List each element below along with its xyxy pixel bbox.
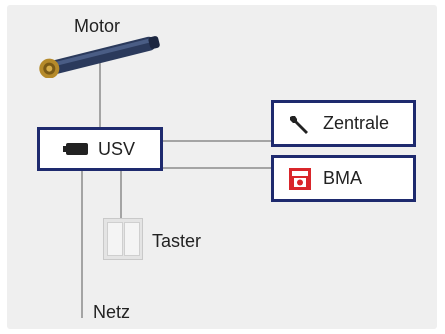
taster-label: Taster	[152, 231, 202, 251]
motor-roller-icon	[39, 36, 160, 78]
switch-rocker-right	[124, 222, 140, 256]
wrench-icon	[290, 115, 308, 134]
usv-label: USV	[98, 138, 136, 159]
zentrale-label: Zentrale	[323, 113, 390, 133]
netz-label: Netz	[93, 302, 131, 322]
bma-box: BMA	[271, 155, 416, 202]
bma-label: BMA	[323, 168, 363, 188]
switch-icon	[103, 218, 143, 260]
fire-alarm-panel-icon	[289, 167, 311, 190]
usv-box: USV	[37, 127, 163, 171]
motor-label: Motor	[74, 16, 121, 36]
battery-icon	[63, 143, 88, 155]
zentrale-box: Zentrale	[271, 100, 416, 147]
switch-rocker-left	[107, 222, 123, 256]
